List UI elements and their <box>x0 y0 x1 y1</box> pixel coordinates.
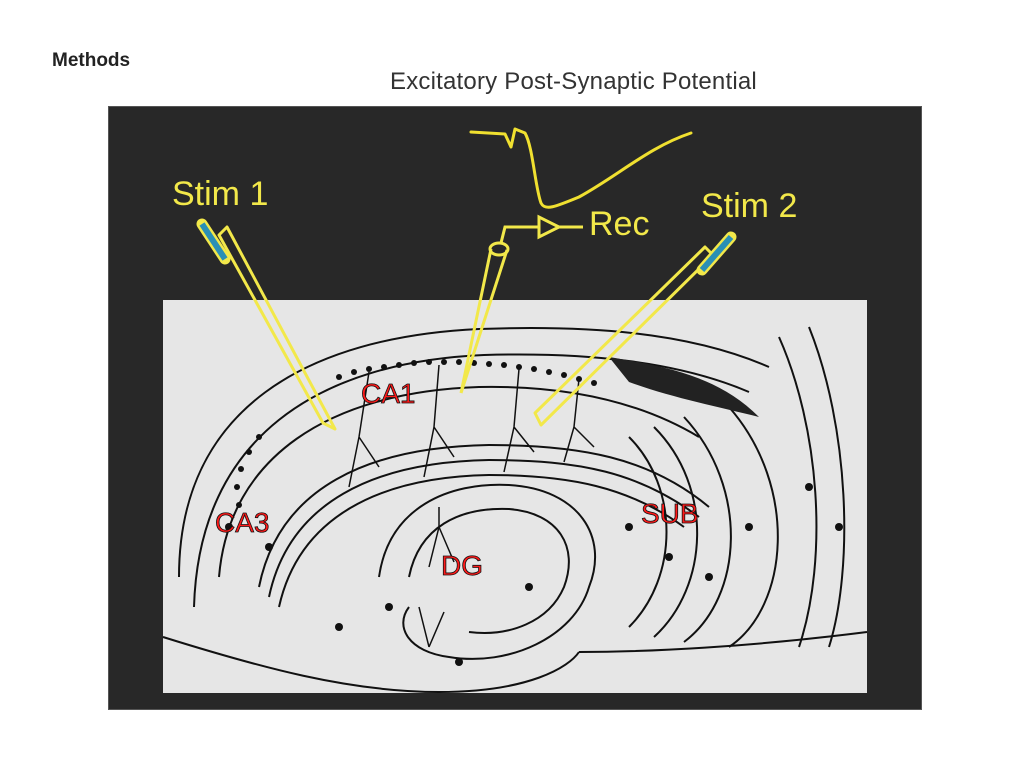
figure-canvas: Stim 1 Stim 2 Rec CA1 CA3 DG SUB <box>162 127 868 694</box>
fimbria-line-1 <box>258 443 710 588</box>
slide-title: Excitatory Post-Synaptic Potential <box>390 68 757 95</box>
subiculum-arc-4 <box>728 406 779 648</box>
stim1-electrode <box>196 218 337 431</box>
rec-label: Rec <box>589 205 649 243</box>
stim1-label: Stim 1 <box>172 175 268 213</box>
ca1-label: CA1 <box>361 378 415 409</box>
fimbria-line-2 <box>268 458 700 598</box>
tissue-background <box>163 300 867 693</box>
section-label: Methods <box>52 50 131 71</box>
sub-label: SUB <box>641 498 699 529</box>
dentate-gyrus-outline <box>378 483 597 660</box>
ventral-boundary <box>162 636 580 694</box>
stim2-electrode <box>533 231 737 427</box>
hippocampal-slice-drawing <box>162 300 868 694</box>
recording-electrode <box>459 214 583 394</box>
outer-boundary-arc <box>178 326 770 578</box>
entorhinal-line-1 <box>778 336 818 648</box>
subiculum-arc-2 <box>653 426 699 638</box>
pyramidal-layer-arc <box>218 385 700 578</box>
stim2-label: Stim 2 <box>701 187 797 225</box>
hippocampus-figure: Stim 1 Stim 2 Rec CA1 CA3 DG SUB <box>108 106 922 710</box>
subiculum-arc-3 <box>683 416 732 643</box>
epsp-trace <box>469 127 693 209</box>
dentate-gyrus-granule-layer <box>408 507 570 634</box>
fibre-tract <box>609 357 759 417</box>
dg-label: DG <box>441 550 483 581</box>
subiculum-arc-1 <box>628 436 668 628</box>
subiculum-boundary <box>578 631 868 653</box>
fimbria-line-3 <box>278 473 685 608</box>
ca3-label: CA3 <box>215 507 269 538</box>
alveus-arc <box>193 353 750 608</box>
entorhinal-line-2 <box>808 326 846 648</box>
